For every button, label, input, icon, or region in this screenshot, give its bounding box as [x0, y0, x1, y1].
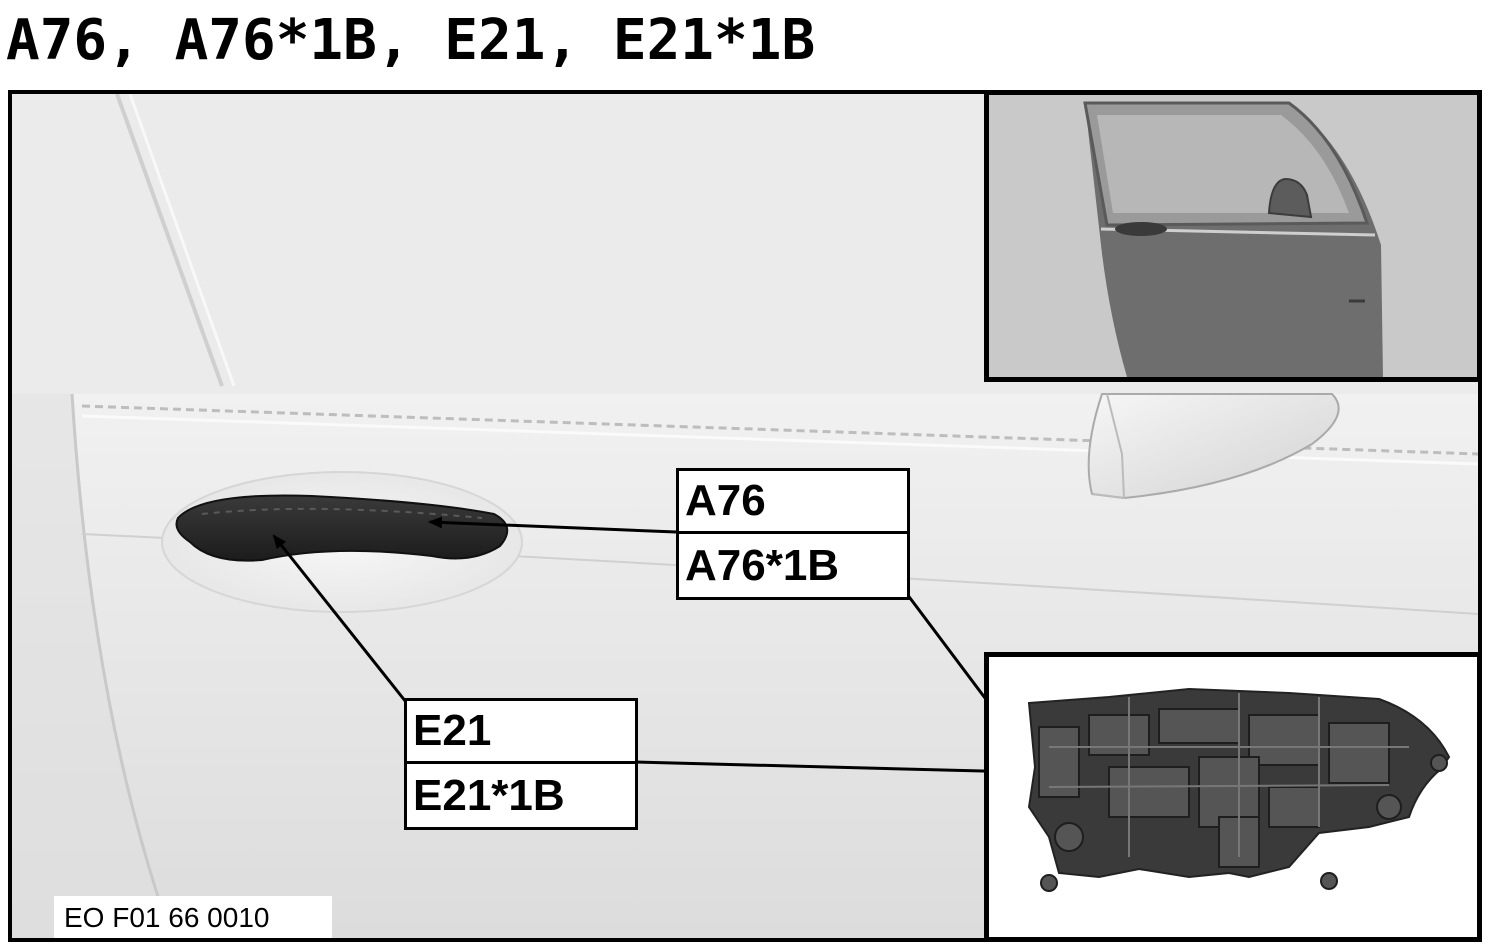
figure-code: EO F01 66 0010	[54, 896, 332, 938]
arrow-e21-to-handle	[272, 534, 408, 703]
arrow-a76-to-handle	[428, 516, 677, 534]
handle-module-illustration	[989, 657, 1477, 937]
window-frame-line	[115, 94, 224, 387]
callout-e21-line2: E21*1B	[413, 770, 565, 820]
page-title: A76, A76*1B, E21, E21*1B	[6, 8, 816, 73]
door-overview-inset	[984, 94, 1478, 382]
callout-a76: A76 A76*1B	[676, 468, 910, 600]
door-handle-figure: A76 A76*1B E21 E21*1B EO F01 66 0010	[8, 90, 1482, 942]
window-frame-line-2	[128, 94, 236, 387]
callout-a76-line1: A76	[679, 471, 907, 534]
mirror-base	[1091, 393, 1126, 500]
door-edge	[70, 393, 174, 938]
callout-e21-line1: E21	[407, 701, 635, 764]
callout-e21: E21 E21*1B	[404, 698, 638, 830]
handle-module-inset	[984, 652, 1478, 938]
door-handle-highlight	[201, 507, 483, 519]
side-mirror	[1087, 393, 1340, 500]
callout-a76-line2: A76*1B	[685, 540, 840, 590]
door-handle	[175, 494, 509, 562]
door-overview-illustration	[989, 95, 1477, 377]
arrow-e21-to-module	[633, 760, 1024, 778]
